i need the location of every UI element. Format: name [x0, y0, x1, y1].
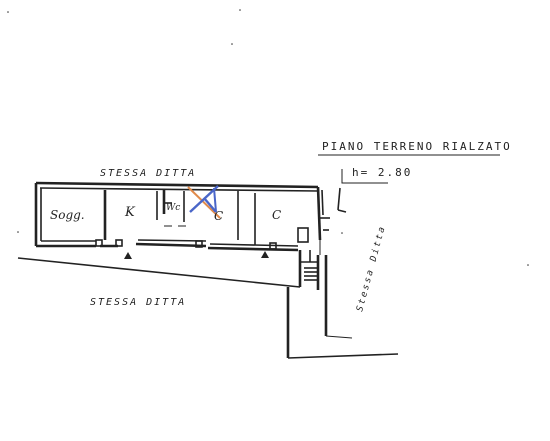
building-walls: [34, 181, 324, 252]
room-label-wc: Wc: [166, 203, 180, 213]
entrance-markers: [124, 251, 269, 259]
scan-specks: [7, 9, 529, 266]
interior-partitions: [95, 190, 309, 250]
south-boundary-label: STESSA DITTA: [90, 297, 186, 308]
room-label-bedroom-1: C: [214, 209, 223, 223]
room-label-soggiorno: Sogg.: [50, 208, 85, 222]
room-label-bedroom-2: C: [272, 208, 281, 222]
east-annex: [298, 187, 353, 339]
lot-boundary: [17, 257, 399, 359]
east-boundary-label: Stessa Ditta: [355, 224, 388, 313]
height-label-bracket: [341, 169, 388, 184]
north-boundary-label: STESSA DITTA: [100, 168, 196, 179]
ceiling-height-label: h= 2.80: [352, 166, 412, 179]
room-label-kitchen: K: [124, 205, 136, 220]
stamp-mark: [187, 185, 221, 219]
plan-title: PIANO TERRENO RIALZATO: [322, 140, 512, 153]
